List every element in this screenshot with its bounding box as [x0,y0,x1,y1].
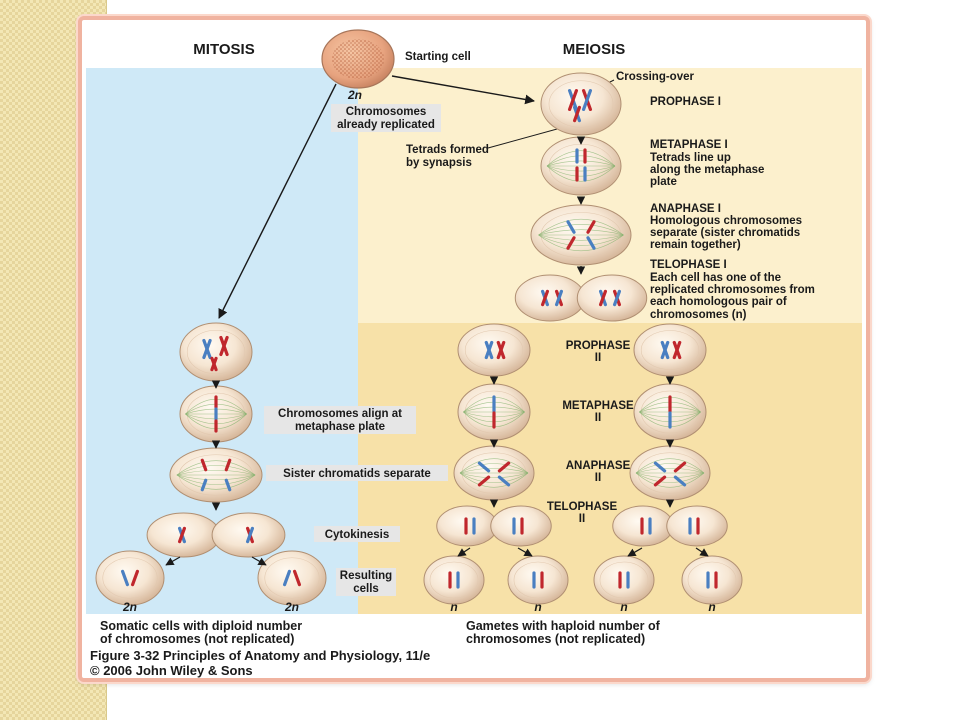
telophase-ii-cell-right [612,505,728,547]
resulting-label-2: cells [353,583,379,595]
telophase-ii-cell-left [436,505,552,547]
arrow-gamete-4 [695,547,709,557]
gamete-cell-4 [681,555,743,605]
prophase-i-cell [540,72,622,136]
gametes-desc-1: Gametes with haploid number of [466,619,661,633]
mitosis-metaphase-cell [179,385,253,443]
tetrads-pointer [487,125,569,149]
anaphase-i-title: ANAPHASE I [650,203,721,215]
anaphase-ii-cell-left [453,445,535,501]
meiosis-ploidy-2: n [534,600,541,614]
telophase-i-title: TELOPHASE I [650,259,727,271]
anaphase-i-desc-1: Homologous chromosomes [650,215,802,227]
cell-illustrations [95,72,743,606]
mitosis-cytokinesis-cell [146,512,286,558]
replicated-label-box [331,104,441,132]
replicated-label-line2: already replicated [337,119,435,131]
starting-cell-ploidy: 2n [347,88,362,102]
separate-label-box [266,465,448,481]
prophase-i-label: PROPHASE I [650,96,721,108]
prophase-ii-label-2: II [595,352,601,364]
anaphase-i-cell [530,204,632,266]
separate-label: Sister chromatids separate [283,468,431,480]
mitosis-result-cell-left [95,550,165,606]
telophase-i-cell [514,274,648,322]
anaphase-ii-label-1: ANAPHASE [566,460,631,472]
meiosis-header: MEIOSIS [563,41,626,58]
figure-caption: Figure 3-32 Principles of Anatomy and Ph… [90,648,430,663]
cytokinesis-label: Cytokinesis [325,529,390,541]
meiosis-ploidy-3: n [620,600,627,614]
somatic-desc-2: of chromosomes (not replicated) [100,632,294,646]
metaphase-ii-label-1: METAPHASE [562,400,634,412]
metaphase-i-desc-2: along the metaphase [650,164,764,176]
telophase-i-desc-2: replicated chromosomes from [650,284,815,296]
anaphase-ii-cell-right [629,445,711,501]
tetrads-label-line2: by synapsis [406,157,472,169]
prophase-ii-cell-right [633,323,707,377]
meiosis-ploidy-1: n [450,600,457,614]
align-label-2: metaphase plate [295,421,385,433]
tetrads-label-line1: Tetrads formed [406,144,489,156]
stage-arrows [165,136,709,566]
arrow-gamete-2 [517,547,533,557]
somatic-desc-1: Somatic cells with diploid number [100,619,302,633]
mitosis-result-cell-right [257,550,327,606]
metaphase-i-desc-1: Tetrads line up [650,152,731,164]
gamete-cell-2 [507,555,569,605]
telophase-i-desc-4: chromosomes (n) [650,309,747,321]
crossing-over-label: Crossing-over [616,71,694,83]
prophase-ii-label-1: PROPHASE [566,340,631,352]
metaphase-i-title: METAPHASE I [650,139,728,151]
metaphase-ii-label-2: II [595,412,601,424]
replicated-label-line1: Chromosomes [346,106,427,118]
arrow-mito-result-right [251,556,267,566]
telophase-ii-label-2: II [579,513,585,525]
gametes-desc-2: chromosomes (not replicated) [466,632,645,646]
arrow-gamete-3 [627,547,643,557]
starting-cell [321,29,395,89]
metaphase-i-cell [540,136,622,196]
anaphase-i-desc-2: separate (sister chromatids [650,227,800,239]
telophase-i-desc-3: each homologous pair of [650,296,787,308]
gamete-cell-1 [423,555,485,605]
metaphase-ii-cell-right [633,383,707,441]
copyright: © 2006 John Wiley & Sons [90,663,253,678]
metaphase-ii-cell-left [457,383,531,441]
mitosis-anaphase-cell [169,447,263,503]
gamete-cell-3 [593,555,655,605]
align-label-box [264,406,416,434]
starting-cell-label: Starting cell [405,51,471,63]
arrow-gamete-1 [457,547,471,557]
arrow-mito-result-left [165,556,181,566]
telophase-ii-label-1: TELOPHASE [547,501,618,513]
meiosis-ploidy-4: n [708,600,715,614]
mitosis-ploidy-right: 2n [284,600,299,614]
anaphase-ii-label-2: II [595,472,601,484]
align-label-1: Chromosomes align at [278,408,402,420]
anaphase-i-desc-3: remain together) [650,239,741,251]
metaphase-i-desc-3: plate [650,176,677,188]
arrow-to-mitosis [218,83,337,319]
arrow-to-meiosis [391,75,535,105]
resulting-label-1: Resulting [340,570,392,582]
resulting-label-box [336,568,396,596]
cytokinesis-label-box [314,526,400,542]
telophase-i-desc-1: Each cell has one of the [650,272,781,284]
mitosis-header: MITOSIS [193,41,254,58]
prophase-ii-cell-left [457,323,531,377]
mitosis-prophase-cell [179,322,253,382]
mitosis-ploidy-left: 2n [122,600,137,614]
